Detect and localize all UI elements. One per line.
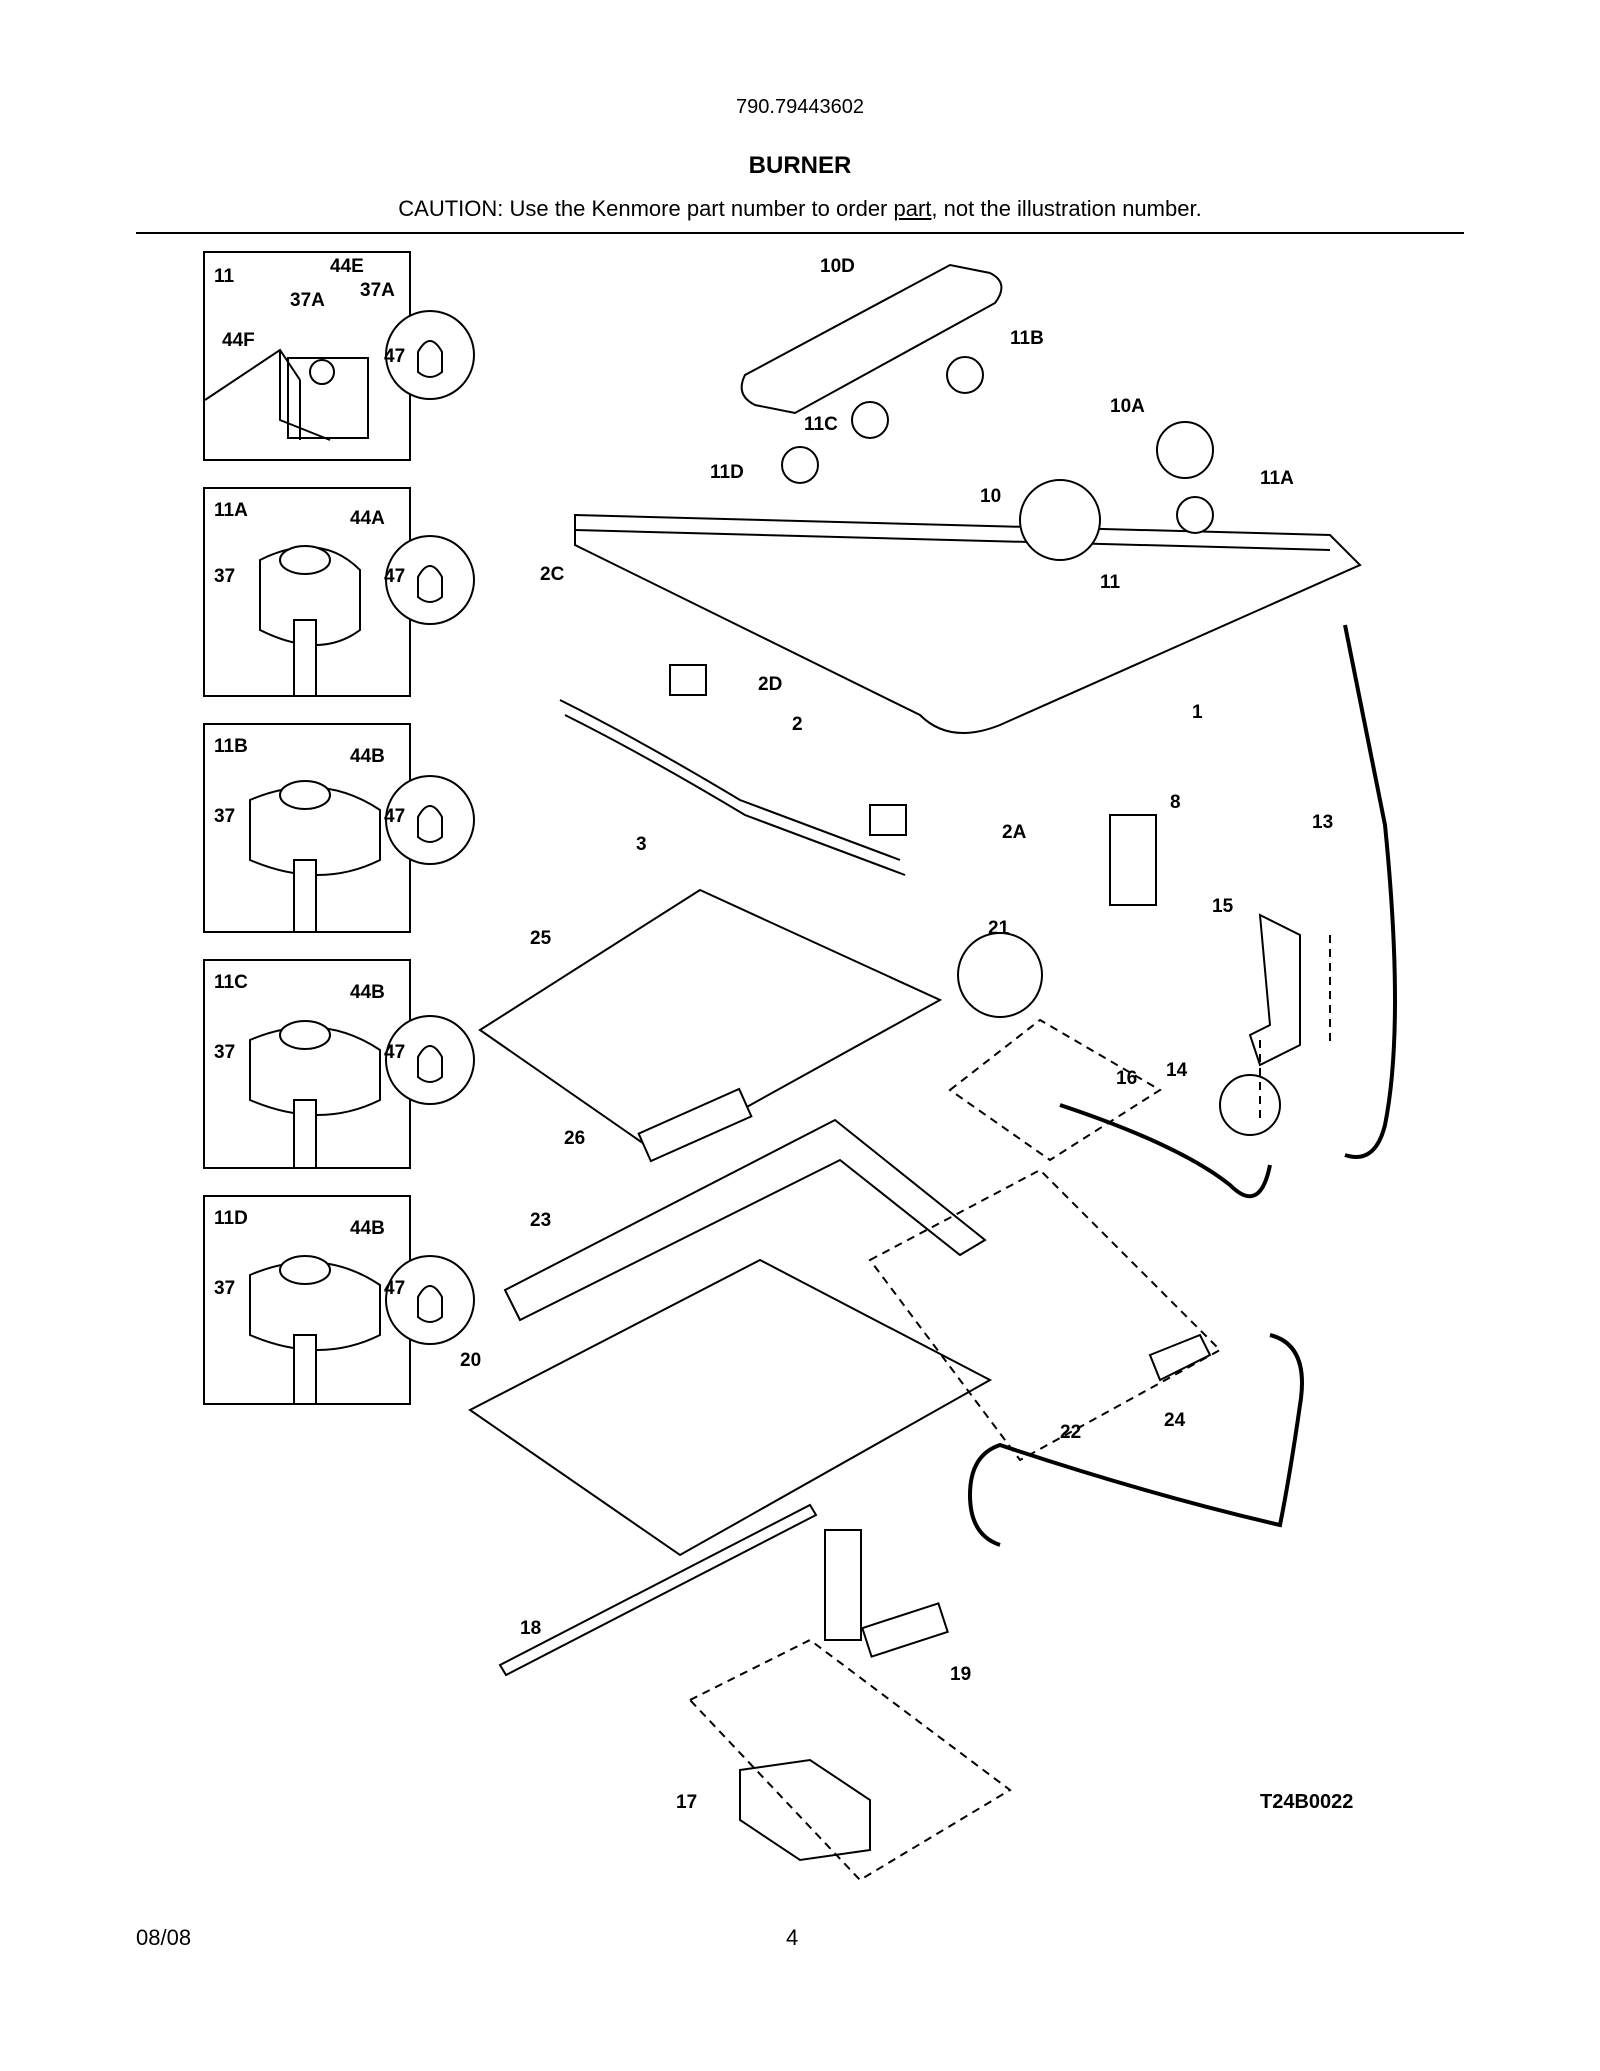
inset-label-11b: 11B [214,736,248,757]
inset-label-11a: 11A [214,500,248,521]
callout-11: 11 [1100,572,1121,593]
callout-15: 15 [1212,896,1234,917]
inset-11d-part-37: 37 [214,1278,235,1299]
inset-11a-part-47: 47 [384,566,405,587]
callout-23: 23 [530,1210,551,1231]
inset-11-part-37a-2: 37A [360,280,395,301]
caution-part-link[interactable]: part [893,196,932,221]
inset-11a-part-44a: 44A [350,508,385,529]
caution-prefix: CAUTION: Use the Kenmore part number to … [398,196,894,221]
callout-17: 17 [676,1792,697,1813]
callout-25: 25 [530,928,552,949]
callout-2d: 2D [758,674,782,695]
inset-label-11d: 11D [214,1208,248,1229]
inset-label-11: 11 [214,266,235,287]
callout-11a: 11A [1260,468,1294,489]
callout-2c: 2C [540,564,565,585]
inset-11-part-44e: 44E [330,256,364,277]
inset-11c-part-47: 47 [384,1042,405,1063]
dashed-leader-lines [688,935,1331,1882]
caution-suffix: , not the illustration number. [931,196,1202,221]
inset-11-part-44f: 44F [222,330,255,351]
callout-1: 1 [1192,702,1203,723]
callout-2: 2 [792,714,803,735]
callout-labels: 11 44E 37A 37A 44F 47 11A 44A 37 47 11B … [214,256,1353,1813]
callout-10a: 10A [1110,396,1145,417]
inset-11-part-37a-1: 37A [290,290,325,311]
inset-11b-part-47: 47 [384,806,405,827]
inset-11c-part-44b: 44B [350,982,385,1003]
callout-2a: 2A [1002,822,1027,843]
callout-24: 24 [1164,1410,1186,1431]
callout-26: 26 [564,1128,585,1149]
callout-16: 16 [1116,1068,1137,1089]
callout-3: 3 [636,834,647,855]
inset-11d-part-47: 47 [384,1278,405,1299]
inset-11-part-47: 47 [384,346,405,367]
callout-10: 10 [980,486,1001,507]
callout-19: 19 [950,1664,971,1685]
page-title: BURNER [748,152,852,179]
callout-11b: 11B [1010,328,1044,349]
callout-14: 14 [1166,1060,1188,1081]
callout-22: 22 [1060,1422,1081,1443]
callout-11d: 11D [710,462,744,483]
model-number: 790.79443602 [736,96,864,118]
inset-11b-part-37: 37 [214,806,235,827]
callout-8: 8 [1170,792,1181,813]
inset-11c-part-37: 37 [214,1042,235,1063]
drawing-code: T24B0022 [1260,1791,1353,1813]
header-divider [136,232,1464,234]
main-assembly-art [468,263,1397,1862]
footer-page-number: 4 [786,1925,799,1950]
callout-18: 18 [520,1618,541,1639]
inset-11d-part-44b: 44B [350,1218,385,1239]
inset-label-11c: 11C [214,972,248,993]
callout-13: 13 [1312,812,1333,833]
caution-note: CAUTION: Use the Kenmore part number to … [0,196,1600,222]
callout-20: 20 [460,1350,481,1371]
callout-11c: 11C [804,414,838,435]
callout-10d: 10D [820,256,855,277]
inset-11b-part-44b: 44B [350,746,385,767]
inset-art [204,310,475,1405]
callout-21: 21 [988,918,1010,939]
footer-date: 08/08 [136,1925,192,1950]
inset-11a-part-37: 37 [214,566,235,587]
